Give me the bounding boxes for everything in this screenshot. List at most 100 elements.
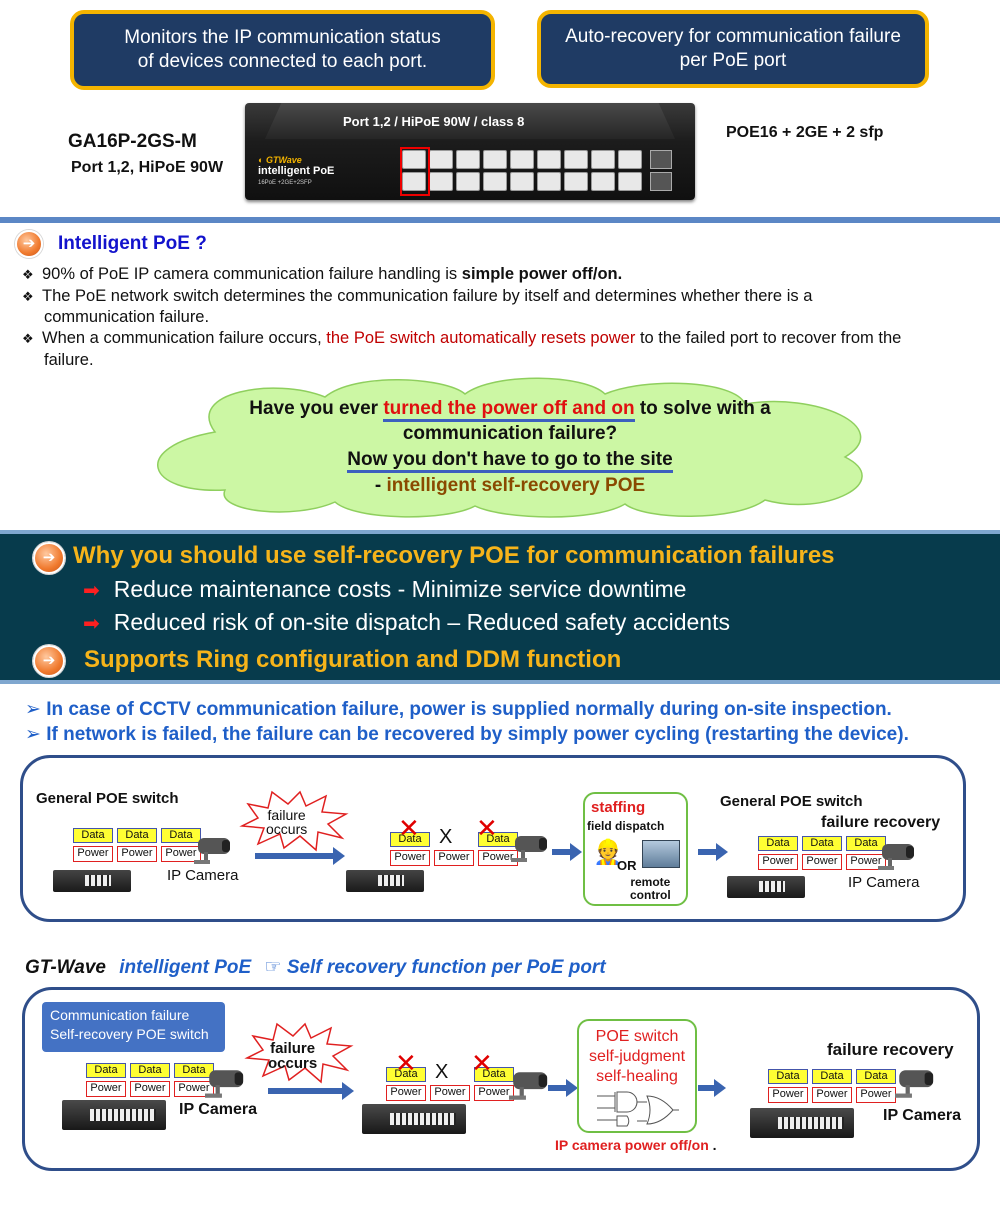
burst-shape-icon — [244, 1022, 354, 1084]
failure-occurs-label: failure occurs — [268, 1040, 318, 1072]
benefits-band — [0, 530, 1000, 684]
field-dispatch-label: field dispatch — [587, 819, 665, 833]
red-x-icon: ✕ — [395, 1048, 417, 1078]
failure-recovery-label: failure recovery — [827, 1040, 954, 1059]
red-x-icon: ✕ — [476, 813, 498, 843]
black-x-mark: X — [435, 1061, 449, 1083]
arrow-right-icon — [548, 1079, 578, 1097]
brand-logo-icon: ◐ — [258, 155, 264, 165]
cloud-line-1: Have you ever turned the power off and o… — [130, 396, 890, 422]
mini-switch-icon — [53, 870, 131, 892]
note-2: ➢ If network is failed, the failure can … — [25, 724, 909, 745]
device-brand-name: GTWave — [265, 155, 302, 165]
ip-camera-label-right: IP Camera — [848, 874, 920, 891]
red-x-icon: ✕ — [398, 813, 420, 843]
device-top-label: Port 1,2 / HiPoE 90W / class 8 — [343, 114, 525, 129]
note-1: ➢ In case of CCTV communication failure,… — [25, 699, 892, 720]
orange-arrow-icon: ➔ — [15, 230, 43, 258]
worker-icon: 👷 — [593, 839, 623, 866]
cloud-line-3: Now you don't have to go to the site — [130, 447, 890, 473]
intelligent-heading: Intelligent PoE ? — [58, 233, 207, 254]
model-name: GA16P-2GS-M — [68, 131, 197, 152]
band-title-why: Why you should use self-recovery POE for… — [73, 542, 835, 569]
logic-gate-icon — [597, 1091, 679, 1127]
diamond-bullet-icon: ❖ — [22, 331, 34, 346]
camera-icon — [509, 1072, 548, 1100]
arrow-right-icon — [552, 843, 582, 861]
red-arrow-icon: ➡ — [83, 580, 100, 602]
failure-occurs-label: failure occurs — [266, 807, 308, 837]
orange-arrow-icon: ➔ — [33, 542, 65, 574]
failure-recovery-label: failure recovery — [821, 814, 941, 831]
switch-icon — [750, 1108, 854, 1138]
bullet-3-cont: failure. — [44, 351, 94, 369]
red-arrow-icon: ➡ — [83, 613, 100, 635]
highlight-port-1-2 — [400, 147, 430, 196]
cloud-line-2: communication failure? — [402, 423, 618, 444]
general-title-right: General POE switch — [720, 793, 863, 810]
pointer-hand-icon: ☞ — [264, 957, 282, 978]
switch-icon — [62, 1100, 166, 1130]
arrow-right-icon — [255, 847, 345, 865]
ip-camera-label: IP Camera — [167, 867, 239, 884]
camera-icon — [511, 836, 547, 862]
uplink-ports — [618, 150, 642, 191]
camera-icon — [205, 1070, 244, 1098]
burst-shape-icon — [239, 790, 349, 852]
arrow-right-icon — [698, 1079, 726, 1097]
ip-camera-label-right: IP Camera — [883, 1107, 961, 1124]
bullet-1: ❖90% of PoE IP camera communication fail… — [22, 265, 623, 283]
bullet-2-cont: communication failure. — [44, 308, 210, 326]
bullet-2: ❖The PoE network switch determines the c… — [22, 287, 813, 305]
diamond-bullet-icon: ❖ — [22, 267, 34, 282]
monitor-icon — [642, 840, 680, 868]
band-line-2: ➡Reduced risk of on-site dispatch – Redu… — [83, 609, 730, 635]
self-judgment-box — [577, 1019, 697, 1133]
camera-icon — [878, 844, 914, 870]
black-x-mark: X — [439, 826, 453, 848]
orange-arrow-icon: ➔ — [33, 645, 65, 677]
cloud-line-4: - intelligent self-recovery POE — [374, 475, 646, 496]
arrow-right-icon — [268, 1082, 354, 1100]
switch-device-top — [265, 103, 675, 139]
bullet-3: ❖When a communication failure occurs, th… — [22, 329, 902, 347]
callout-recovery-line2: per PoE port — [679, 50, 787, 71]
device-brand-line: intelligent PoE — [258, 165, 335, 177]
chevron-right-icon: ➢ — [25, 699, 47, 720]
band-title-ring: Supports Ring configuration and DDM func… — [84, 646, 622, 673]
cloud-highlight: turned the power off and on — [383, 398, 635, 422]
section-divider-top — [0, 217, 1000, 223]
spec-right: POE16 + 2GE + 2 sfp — [726, 124, 884, 141]
camera-icon — [194, 838, 230, 864]
diamond-bullet-icon: ❖ — [22, 289, 34, 304]
chevron-right-icon: ➢ — [25, 724, 47, 745]
sfp-ports — [650, 150, 672, 191]
device-brand: ◐ GTWave intelligent PoE 16PoE +2GE+2SFP — [258, 155, 334, 186]
model-subtitle: Port 1,2, HiPoE 90W — [71, 159, 224, 176]
camera-icon — [895, 1070, 934, 1098]
cloud-shape — [157, 377, 863, 518]
switch-icon — [362, 1104, 466, 1134]
callout-monitor-line1: Monitors the IP communication status — [124, 27, 441, 48]
callout-auto-recovery: Auto-recovery for communication failure … — [537, 10, 929, 88]
red-x-icon: ✕ — [471, 1048, 493, 1078]
remote-control-label: remote control — [630, 875, 671, 902]
general-title: General POE switch — [36, 790, 179, 807]
mini-switch-icon — [727, 876, 805, 898]
or-label: OR — [617, 858, 637, 873]
power-cycle-label: IP camera power off/on . — [555, 1137, 717, 1153]
self-recovery-switch-box: Communication failure Self-recovery POE … — [42, 1002, 225, 1052]
port-grid — [402, 150, 615, 191]
callout-monitor: Monitors the IP communication status of … — [70, 10, 495, 90]
callout-recovery-line1: Auto-recovery for communication failure — [565, 26, 901, 47]
band-line-1: ➡Reduce maintenance costs - Minimize ser… — [83, 576, 687, 602]
mini-switch-icon — [346, 870, 424, 892]
ip-camera-label: IP Camera — [179, 1101, 257, 1118]
callout-monitor-line2: of devices connected to each port. — [137, 51, 428, 72]
gtwave-heading: GT-Wave intelligent PoE ☞ Self recovery … — [25, 957, 606, 978]
